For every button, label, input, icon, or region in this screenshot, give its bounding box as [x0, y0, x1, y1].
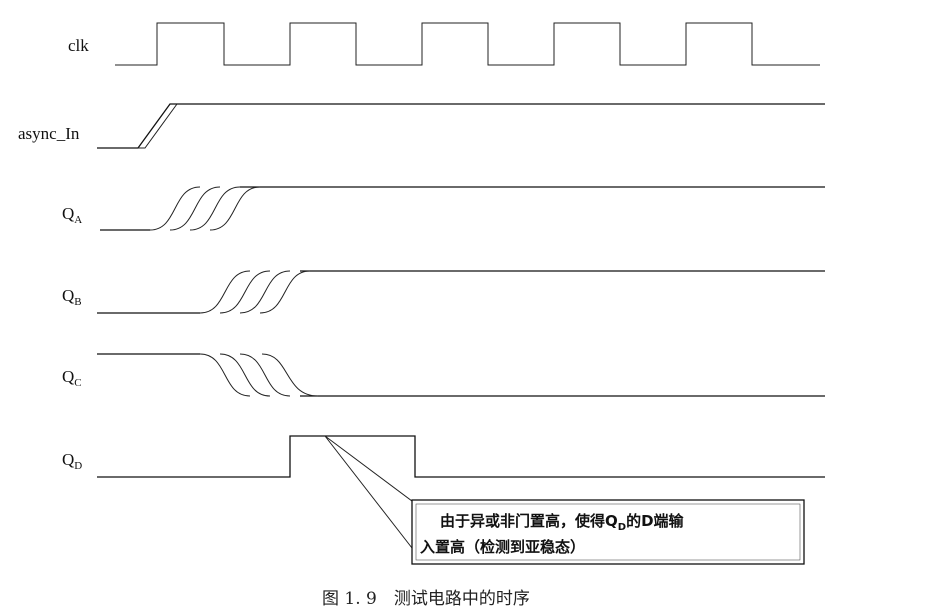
label-qd: QD	[62, 450, 82, 472]
annotation-line2: 入置高（检测到亚稳态）	[420, 538, 585, 556]
waveform-async-in-edge2	[138, 103, 178, 149]
annotation-line1: 由于异或非门置高，使得QD的D端输	[440, 512, 685, 533]
waveform-async-in	[97, 103, 825, 149]
figure-caption: 图 1. 9 测试电路中的时序	[322, 589, 530, 609]
waveform-clk	[115, 22, 820, 66]
label-qa: QA	[62, 204, 82, 226]
waveform-qc	[97, 353, 825, 397]
label-qb: QB	[62, 286, 82, 308]
waveform-qb	[97, 270, 825, 314]
annotation-box: 由于异或非门置高，使得QD的D端输 入置高（检测到亚稳态）	[411, 499, 805, 565]
label-async-in: async_In	[18, 124, 80, 143]
waveform-qd	[97, 435, 825, 478]
label-qc: QC	[62, 367, 82, 389]
waveform-qa	[100, 186, 825, 231]
label-clk: clk	[68, 36, 89, 55]
